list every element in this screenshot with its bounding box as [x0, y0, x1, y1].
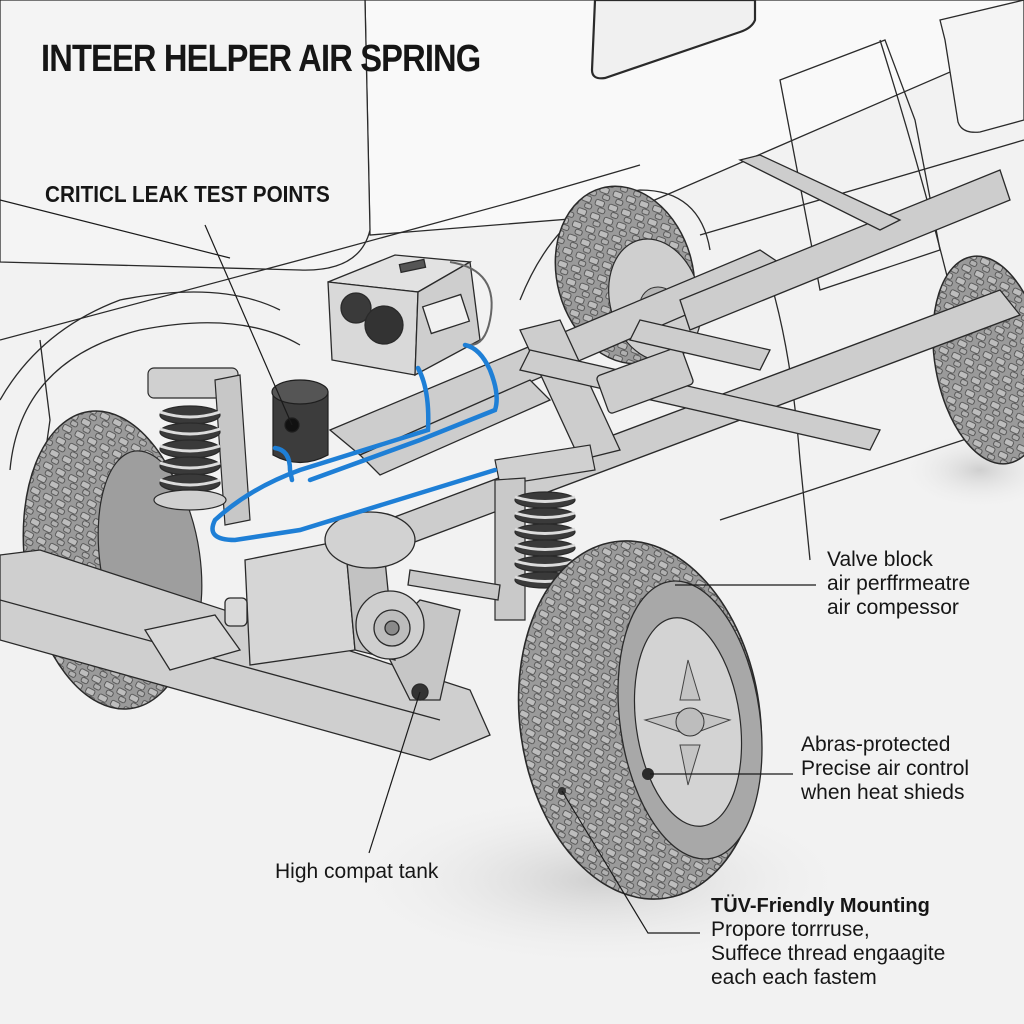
vehicle-body-outline — [0, 0, 1024, 561]
callout-line: Propore torrruse, — [711, 918, 870, 941]
leader-line-subtitle-to-tank — [204, 224, 293, 426]
callout-line: air compessor — [827, 596, 959, 619]
callout-line: High compat tank — [275, 860, 439, 883]
callout-line: Precise air control — [801, 757, 970, 780]
leader-line-tank — [368, 691, 421, 854]
callout-line: Abras-protected — [801, 733, 951, 756]
callout-line: air perffrmeatre — [827, 572, 971, 595]
compressor-unit — [327, 254, 493, 377]
front-bumper — [0, 549, 491, 761]
front-differential — [224, 511, 501, 666]
leader-line-tuv — [561, 790, 700, 934]
callout-line: each each fastem — [711, 966, 877, 989]
air-tank — [271, 379, 329, 464]
callout-tuv-mounting: TÜV-Friendly Mounting Propore torrruse, … — [711, 894, 945, 990]
leader-line-subtitle-left — [0, 199, 231, 259]
callout-tank: High compat tank — [275, 860, 438, 884]
callout-line: Valve block — [827, 548, 933, 571]
leader-lines — [0, 199, 816, 934]
callout-abrasion-protected: Abras-protected Precise air control when… — [801, 733, 969, 805]
callout-line: Suffece thread engaagite — [711, 942, 946, 965]
diagram-subtitle: CRITICL LEAK TEST POINTS — [45, 181, 330, 207]
diagram-title: INTEER HELPER AIR SPRING — [41, 38, 481, 80]
callout-line: when heat shieds — [801, 781, 965, 804]
front-coil-spring-left — [147, 367, 251, 526]
callout-heading: TÜV-Friendly Mounting — [711, 895, 930, 917]
air-lines — [210, 342, 499, 543]
callout-valve-block: Valve block air perffrmeatre air compess… — [827, 548, 970, 620]
